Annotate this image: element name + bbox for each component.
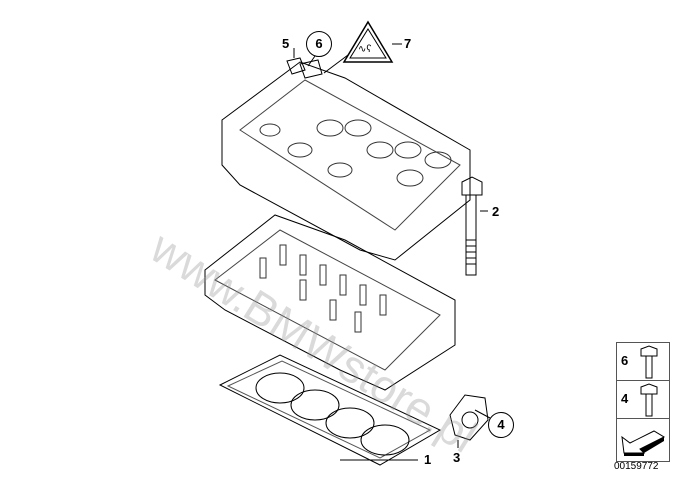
svg-text:∿ʕ: ∿ʕ — [358, 44, 371, 55]
fastener-legend: 6 4 — [616, 342, 670, 462]
bolt-icon — [640, 345, 658, 379]
arrow-icon — [621, 430, 666, 456]
callout-4-circled: 4 — [488, 412, 514, 438]
legend-arrow — [617, 419, 669, 461]
head-bolt-drawing — [461, 176, 483, 276]
cylinder-head-drawing — [204, 214, 456, 391]
legend-item: 4 — [617, 381, 669, 419]
head-gasket-drawing — [218, 354, 442, 466]
legend-item: 6 — [617, 343, 669, 381]
callout-1: 1 — [424, 452, 432, 467]
legend-item-label: 6 — [621, 353, 629, 368]
diagram-code: 00159772 — [614, 461, 659, 472]
callout-6-circled: 6 — [306, 31, 332, 57]
bolt-icon — [640, 383, 658, 417]
callout-5: 5 — [282, 36, 290, 51]
legend-item-label: 4 — [621, 391, 629, 406]
sensor-drawing — [286, 57, 323, 79]
callout-3: 3 — [453, 450, 461, 465]
callout-7: 7 — [404, 36, 412, 51]
callout-2: 2 — [492, 204, 500, 219]
camshaft-carrier-drawing — [221, 61, 471, 261]
warning-triangle-icon: ∿ʕ — [342, 20, 394, 63]
